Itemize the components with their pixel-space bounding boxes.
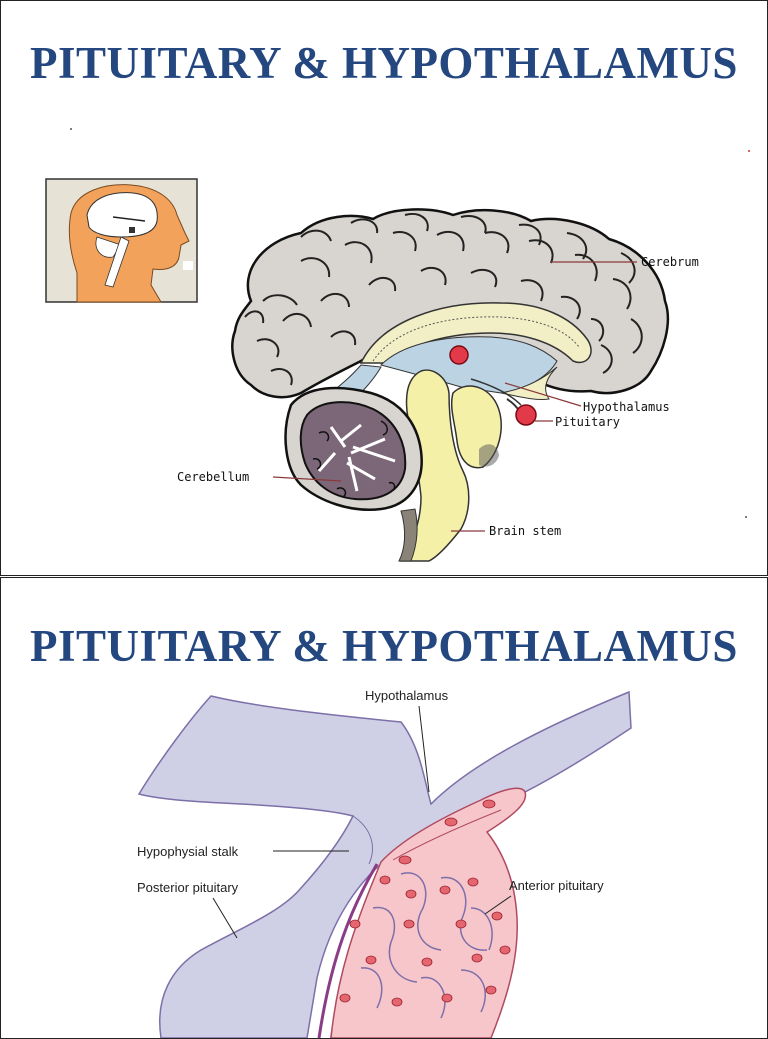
label-hypothalamus-2: Hypothalamus xyxy=(365,688,449,703)
pituitary-anatomy-diagram xyxy=(137,690,632,1038)
label-cerebrum: Cerebrum xyxy=(641,255,699,269)
label-anterior-pituitary: Anterior pituitary xyxy=(509,878,604,893)
cerebellum-shape xyxy=(284,386,423,511)
anterior-pituitary-shape xyxy=(330,787,527,1038)
slide-1-title: PITUITARY & HYPOTHALAMUS xyxy=(30,38,738,88)
cells xyxy=(339,799,511,1007)
head-inset-image xyxy=(45,178,198,303)
portal-vessel xyxy=(317,863,379,1038)
leader-lines xyxy=(272,261,637,532)
label-posterior-pituitary: Posterior pituitary xyxy=(137,880,239,895)
label-hypothalamus: Hypothalamus xyxy=(583,400,670,414)
label-brain-stem: Brain stem xyxy=(489,524,562,538)
brain-sagittal-diagram xyxy=(45,128,750,562)
brain-stem-shape xyxy=(398,369,522,562)
slide-1: PITUITARY & HYPOTHALAMUS xyxy=(0,0,768,576)
label-pituitary: Pituitary xyxy=(555,415,621,429)
slide-2: PITUITARY & HYPOTHALAMUS xyxy=(0,577,768,1039)
hypothalamus-shape xyxy=(137,690,632,1038)
label-hypophysial-stalk: Hypophysial stalk xyxy=(137,844,239,859)
leader-lines-2 xyxy=(212,705,512,939)
pineal-gland xyxy=(449,345,469,365)
slide-2-title: PITUITARY & HYPOTHALAMUS xyxy=(30,621,738,671)
pituitary-gland xyxy=(506,398,537,426)
label-cerebellum: Cerebellum xyxy=(177,470,250,484)
